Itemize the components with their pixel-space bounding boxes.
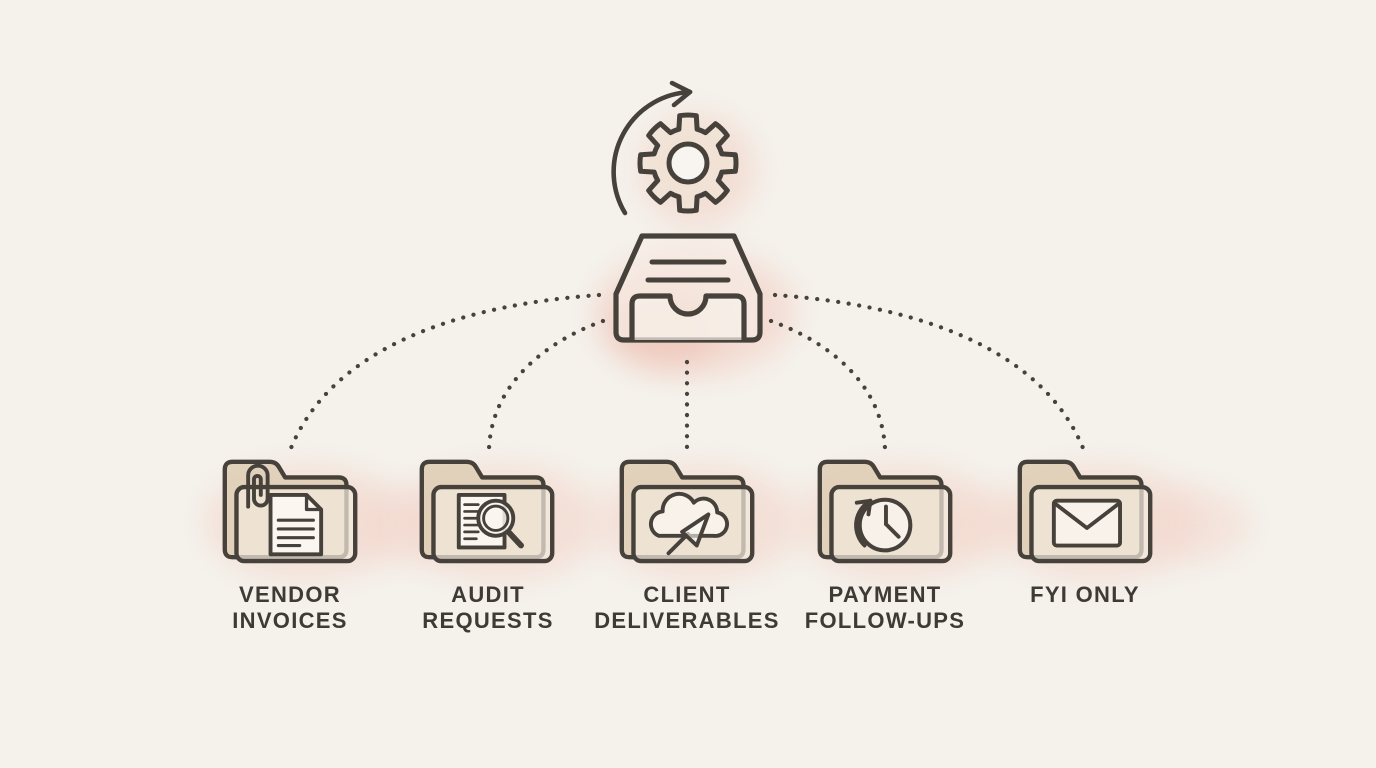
label-line: REQUESTS [422,608,554,634]
inbox-drawer [629,293,747,340]
invoice-document-icon [268,492,324,557]
document-magnifier-icon [456,492,524,550]
label-line: VENDOR [239,582,341,607]
inbox-tray-icon [606,228,770,350]
cloud-send-icon [648,491,729,556]
folder-node-fyi-only [1012,452,1158,567]
connector-to-payment-follow-ups [768,318,888,452]
paperclip-icon [246,463,270,509]
folder-label-payment-follow-ups: PAYMENT FOLLOW-UPS [765,582,1005,635]
auto-process-icon-group [598,76,778,226]
folder-label-vendor-invoices: VENDOR INVOICES [170,582,410,635]
watercolor-blob [1140,490,1250,560]
label-line: AUDIT [451,582,525,607]
gear-icon [637,112,739,214]
connector-to-audit-requests [486,318,606,452]
label-line: CLIENT [643,582,731,607]
label-line: INVOICES [232,608,348,634]
rotate-arrow-icon [611,80,693,216]
inbox-paper-lines [645,259,731,283]
envelope-icon [1051,498,1122,548]
folder-node-vendor-invoices [217,452,363,567]
folder-label-audit-requests: AUDIT REQUESTS [368,582,608,635]
folder-label-client-deliverables: CLIENT DELIVERABLES [567,582,807,635]
label-line: FYI ONLY [1030,582,1140,607]
connector-to-vendor-invoices [288,292,602,451]
label-line: DELIVERABLES [594,608,780,634]
folder-node-audit-requests [414,452,560,567]
connector-to-fyi-only [772,292,1086,451]
label-line: PAYMENT [828,582,942,607]
clock-history-icon [854,497,913,553]
folder-node-client-deliverables [614,452,760,567]
folder-label-fyi-only: FYI ONLY [965,582,1205,608]
folder-node-payment-follow-ups [812,452,958,567]
label-line: FOLLOW-UPS [804,608,966,634]
